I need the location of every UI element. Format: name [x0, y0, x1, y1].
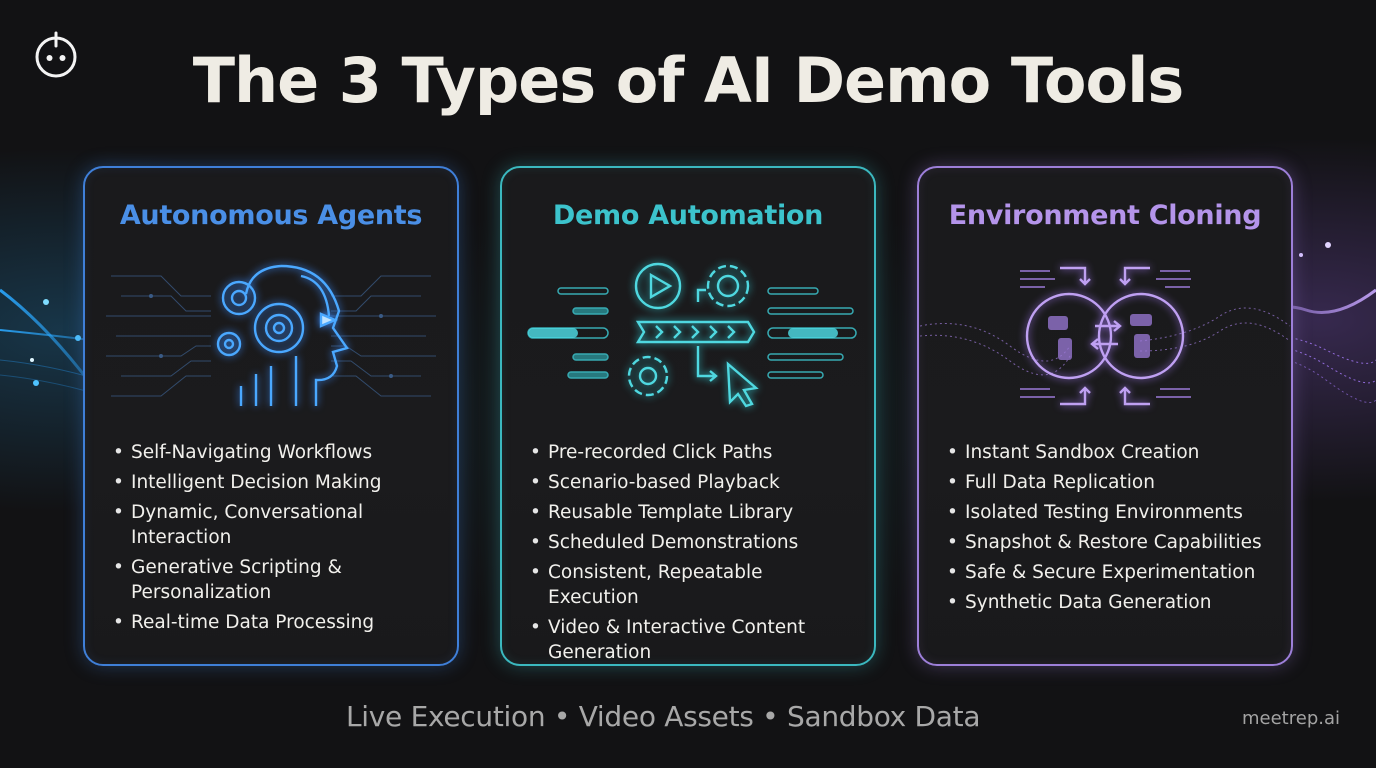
ai-head-gears-icon	[85, 256, 457, 416]
list-item: Scheduled Demonstrations	[528, 530, 854, 555]
list-item: Synthetic Data Generation	[945, 590, 1271, 615]
list-item: Scenario-based Playback	[528, 470, 854, 495]
twin-globes-sync-icon	[919, 256, 1291, 416]
card-title: Autonomous Agents	[119, 200, 423, 231]
card-autonomous-agents: Autonomous Agents	[83, 166, 459, 666]
page-title: The 3 Types of AI Demo Tools	[192, 44, 1185, 117]
feature-list: Pre-recorded Click Paths Scenario-based …	[528, 440, 854, 670]
list-item: Dynamic, Conversational Interaction	[111, 500, 437, 550]
card-demo-automation: Demo Automation	[500, 166, 876, 666]
card-environment-cloning: Environment Cloning	[917, 166, 1293, 666]
list-item: Intelligent Decision Making	[111, 470, 437, 495]
list-item: Full Data Replication	[945, 470, 1271, 495]
list-item: Consistent, Repeatable Execution	[528, 560, 854, 610]
list-item: Video & Interactive Content Generation	[528, 615, 854, 665]
list-item: Safe & Secure Experimentation	[945, 560, 1271, 585]
card-title: Environment Cloning	[948, 200, 1262, 231]
list-item: Instant Sandbox Creation	[945, 440, 1271, 465]
power-plug-logo-icon	[35, 31, 77, 78]
list-item: Pre-recorded Click Paths	[528, 440, 854, 465]
list-item: Self-Navigating Workflows	[111, 440, 437, 465]
footer-brand: meetrep.ai	[1242, 708, 1340, 729]
list-item: Isolated Testing Environments	[945, 500, 1271, 525]
play-gears-cursor-pipeline-icon	[502, 256, 874, 416]
list-item: Generative Scripting & Personalization	[111, 555, 437, 605]
footer-tagline: Live Execution • Video Assets • Sandbox …	[346, 700, 981, 733]
feature-list: Self-Navigating Workflows Intelligent De…	[111, 440, 437, 640]
card-title: Demo Automation	[552, 200, 824, 231]
list-item: Real-time Data Processing	[111, 610, 437, 635]
list-item: Snapshot & Restore Capabilities	[945, 530, 1271, 555]
list-item: Reusable Template Library	[528, 500, 854, 525]
feature-list: Instant Sandbox Creation Full Data Repli…	[945, 440, 1271, 620]
